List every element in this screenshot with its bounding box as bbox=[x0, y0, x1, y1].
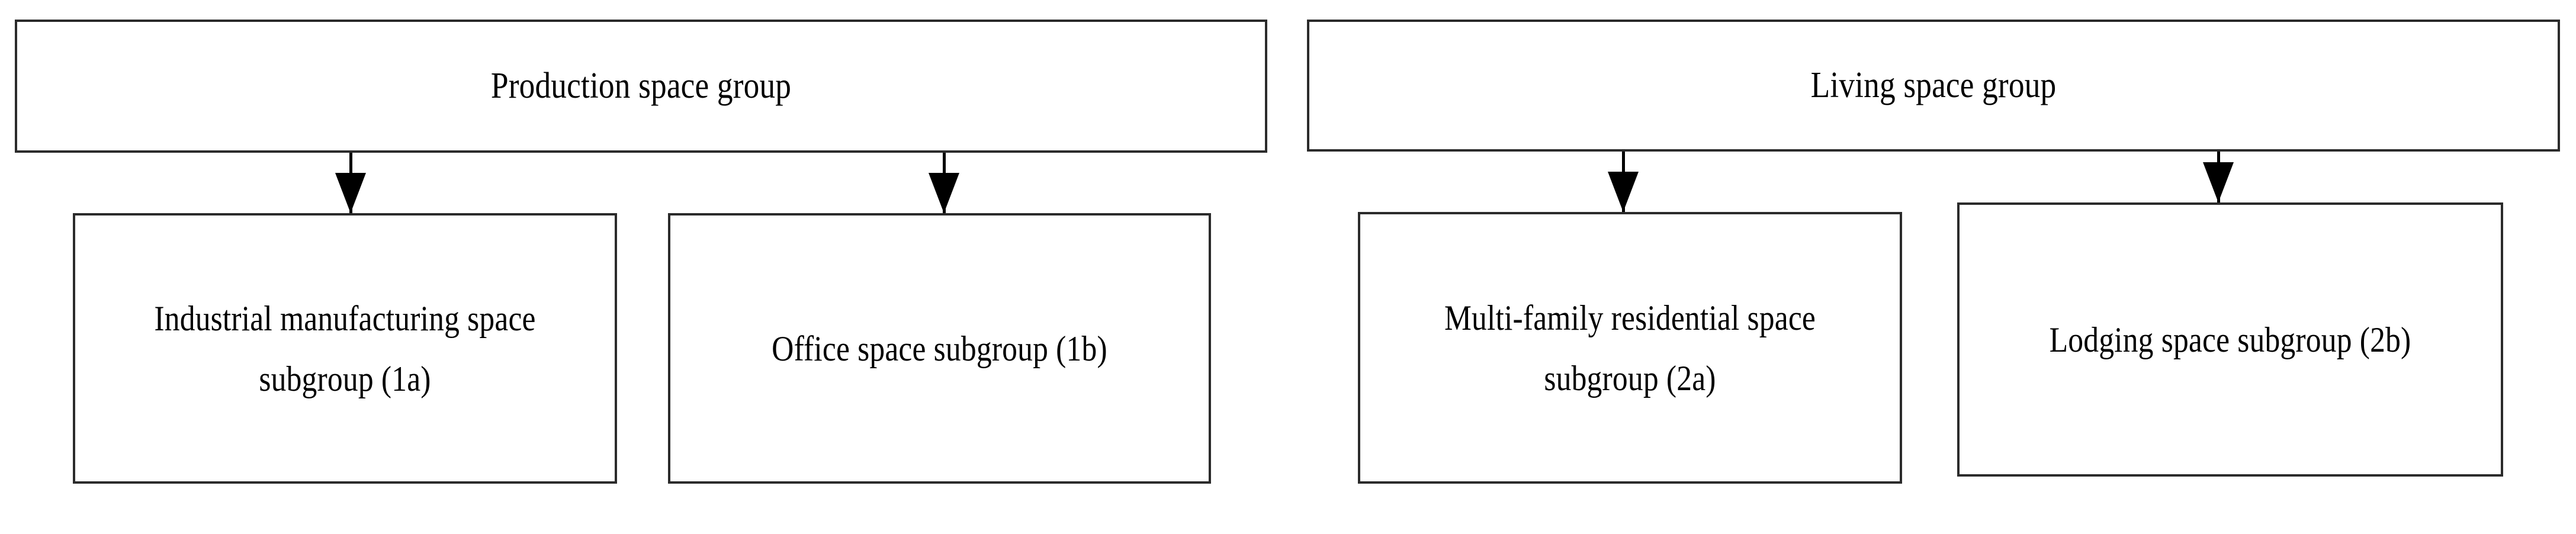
node-production-space-group[interactable]: Production space group bbox=[15, 20, 1267, 153]
node-label: Industrial manufacturing space subgroup … bbox=[154, 298, 536, 398]
node-multi-family-residential-space-subgroup-2a[interactable]: Multi-family residential space subgroup … bbox=[1358, 212, 1902, 484]
arrow-group1-to-subgroup-1a bbox=[333, 153, 368, 213]
node-label: Lodging space subgroup (2b) bbox=[2049, 320, 2411, 359]
node-label: Living space group bbox=[1810, 65, 2057, 105]
node-label: Office space subgroup (1b) bbox=[772, 329, 1107, 368]
arrow-head-icon bbox=[929, 173, 959, 213]
arrow-group2-to-subgroup-2a bbox=[1605, 152, 1641, 212]
arrow-group2-to-subgroup-2b bbox=[2201, 152, 2236, 202]
node-office-space-subgroup-1b[interactable]: Office space subgroup (1b) bbox=[668, 213, 1211, 484]
node-living-space-group[interactable]: Living space group bbox=[1307, 20, 2560, 152]
arrow-group1-to-subgroup-1b bbox=[926, 153, 962, 213]
node-label: Production space group bbox=[490, 65, 792, 106]
node-lodging-space-subgroup-2b[interactable]: Lodging space subgroup (2b) bbox=[1957, 202, 2503, 477]
node-label: Multi-family residential space subgroup … bbox=[1444, 298, 1816, 398]
arrow-head-icon bbox=[335, 173, 366, 213]
arrow-head-icon bbox=[1608, 172, 1639, 212]
node-industrial-manufacturing-space-subgroup-1a[interactable]: Industrial manufacturing space subgroup … bbox=[73, 213, 617, 484]
arrow-head-icon bbox=[2203, 162, 2234, 202]
